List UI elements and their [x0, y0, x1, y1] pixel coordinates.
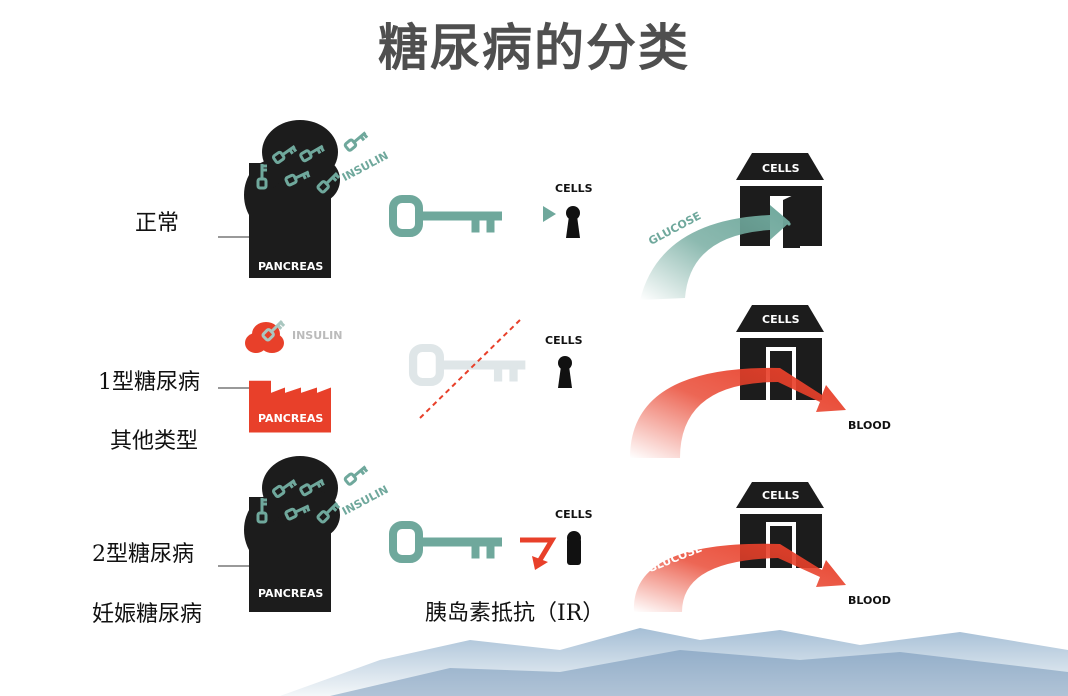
page-title: 糖尿病的分类 — [378, 18, 690, 77]
glucose-arrow-type2 — [633, 543, 846, 612]
insulin-key-type2 — [393, 525, 502, 559]
pancreas-label: PANCREAS — [258, 260, 324, 273]
label-gestational: 妊娠糖尿病 — [92, 602, 203, 627]
house-label: CELLS — [762, 162, 800, 175]
blood-label: BLOOD — [848, 419, 891, 432]
pancreas-label: PANCREAS — [258, 412, 324, 425]
insulin-key-normal — [393, 199, 502, 233]
pancreas-factory-normal — [244, 120, 340, 278]
house-label: CELLS — [762, 313, 800, 326]
label-type2: 2型糖尿病 — [92, 542, 194, 567]
cells-label: CELLS — [545, 334, 583, 347]
broken-link-line — [419, 317, 523, 419]
keyhole-icon — [558, 356, 572, 388]
cells-label: CELLS — [555, 508, 593, 521]
blood-label: BLOOD — [848, 594, 891, 607]
label-type1: 1型糖尿病 — [98, 370, 200, 395]
deflected-arrow — [520, 537, 557, 562]
faded-key-type1 — [413, 348, 525, 382]
insulin-label: INSULIN — [292, 329, 343, 342]
label-other: 其他类型 — [110, 429, 199, 454]
mountain-background — [280, 628, 1068, 696]
house-label: CELLS — [762, 489, 800, 502]
keyhole-blocked-icon — [567, 531, 581, 565]
label-normal: 正常 — [135, 211, 180, 236]
cells-label: CELLS — [555, 182, 593, 195]
glucose-arrow-type1 — [630, 367, 846, 458]
arrow-icon — [543, 206, 556, 222]
keyhole-icon — [566, 206, 580, 238]
pancreas-label: PANCREAS — [258, 587, 324, 600]
label-connectors — [218, 236, 252, 567]
glucose-arrow-normal — [640, 205, 790, 300]
insulin-resistance-label: 胰岛素抵抗（IR） — [425, 601, 605, 626]
